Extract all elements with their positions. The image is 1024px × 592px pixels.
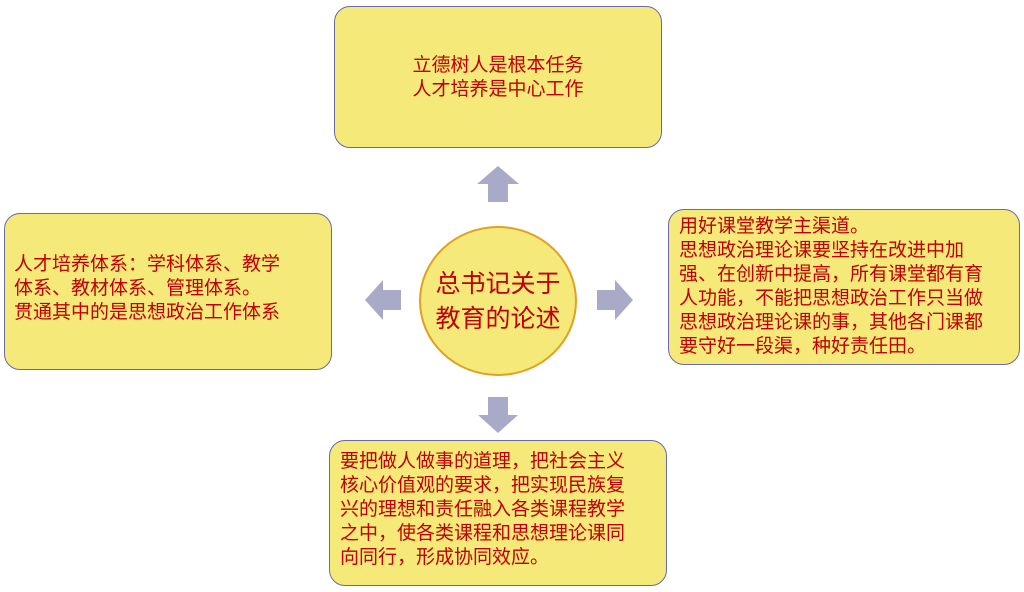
bottom-box-line: 兴的理想和责任融入各类课程教学 [340,498,626,520]
top-box-line: 人才培养是中心工作 [412,78,584,100]
center-circle: 总书记关于 教育的论述 [419,226,577,376]
bottom-box-line: 之中，使各类课程和思想理论课同 [340,522,626,544]
center-title-line: 教育的论述 [435,304,561,333]
left-box-line: 贯通其中的是思想政治工作体系 [14,301,281,323]
bottom-box-line: 向同行，形成协同效应。 [340,546,550,568]
bottom-box-line: 要把做人做事的道理，把社会主义 [340,450,626,472]
right-box-line: 用好课堂教学主渠道。 [679,215,870,237]
bottom-box-line: 核心价值观的要求，把实现民族复 [340,474,626,496]
right-box-line: 思想政治理论课的事，其他各门课都 [679,311,984,333]
arrow-down-icon [478,397,518,433]
bottom-box: 要把做人做事的道理，把社会主义 核心价值观的要求，把实现民族复 兴的理想和责任融… [329,440,667,586]
arrow-right-icon [597,280,633,320]
left-box-line: 体系、教材体系、管理体系。 [14,277,262,299]
center-title-line: 总书记关于 [435,269,561,298]
left-box: 人才培养体系：学科体系、教学 体系、教材体系、管理体系。 贯通其中的是思想政治工… [4,213,332,370]
right-box-line: 要守好一段渠，种好责任田。 [679,335,927,357]
top-box: 立德树人是根本任务 人才培养是中心工作 [334,6,662,148]
arrow-up-icon [477,166,519,202]
right-box: 用好课堂教学主渠道。 思想政治理论课要坚持在改进中加 强、在创新中提高，所有课堂… [668,209,1020,365]
left-box-line: 人才培养体系：学科体系、教学 [14,253,281,275]
right-box-line: 人功能，不能把思想政治工作只当做 [679,287,984,309]
arrow-left-icon [365,280,401,320]
right-box-line: 思想政治理论课要坚持在改进中加 [679,239,965,261]
right-box-line: 强、在创新中提高，所有课堂都有育 [679,263,984,285]
top-box-line: 立德树人是根本任务 [412,54,584,76]
